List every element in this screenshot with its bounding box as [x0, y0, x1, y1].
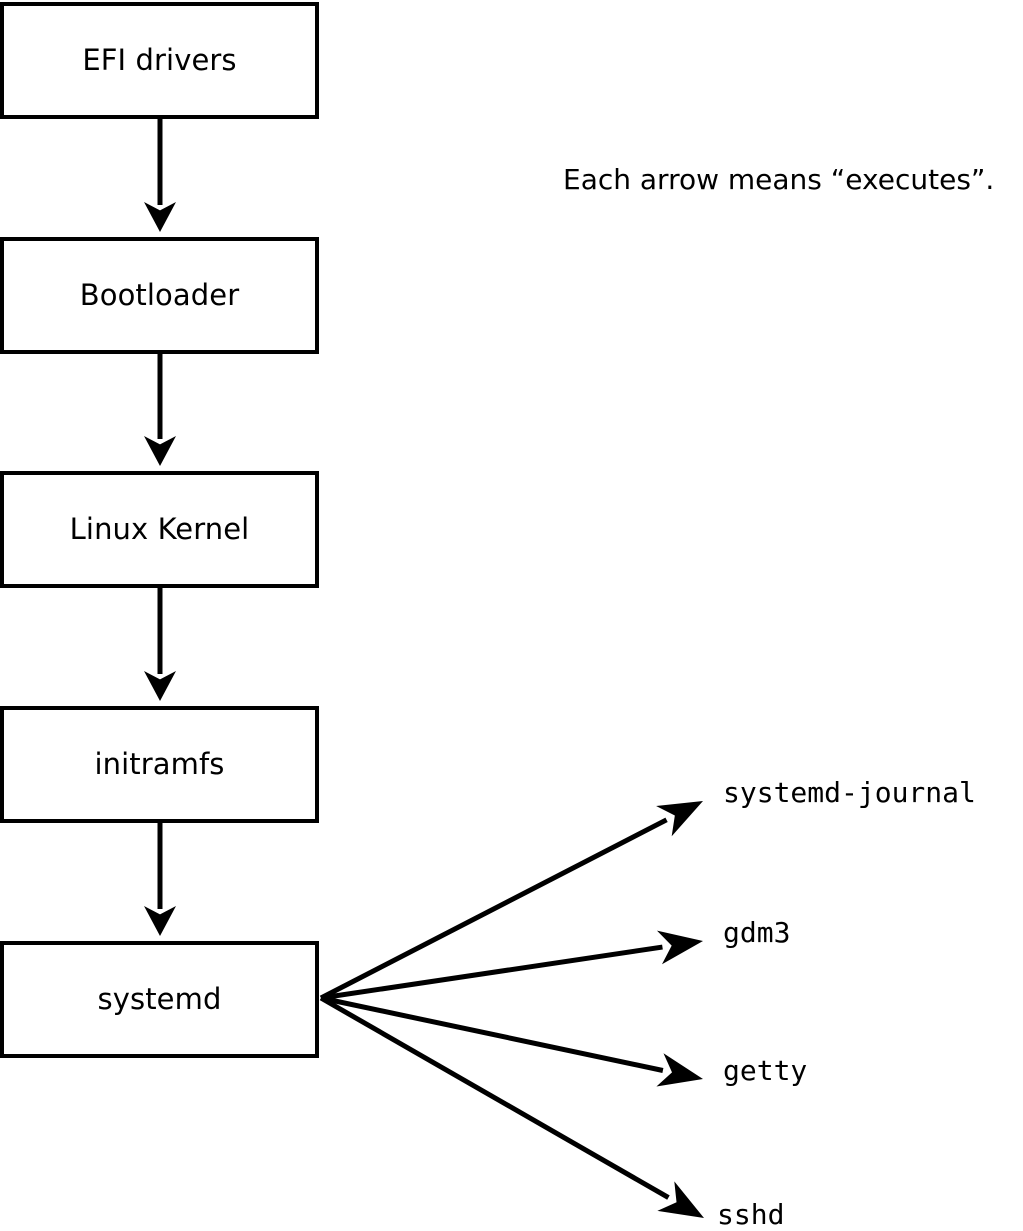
- stage-box-efi-drivers: EFI drivers: [0, 2, 319, 119]
- stage-box-label: EFI drivers: [82, 43, 237, 77]
- stage-box-label: initramfs: [94, 747, 225, 781]
- stage-box-label: Linux Kernel: [69, 512, 250, 546]
- chain-arrow-efi-to-bootloader: [144, 119, 176, 232]
- service-label-getty: getty: [723, 1054, 808, 1087]
- fan-arrow-gdm3: [320, 930, 703, 1001]
- service-label-sshd: sshd: [717, 1198, 785, 1231]
- chain-arrow-bootloader-to-kernel: [144, 354, 176, 466]
- fan-arrow-getty: [320, 995, 703, 1087]
- chain-arrow-initramfs-to-systemd: [144, 823, 176, 936]
- service-label-systemd-journal: systemd-journal: [723, 776, 976, 809]
- stage-box-initramfs: initramfs: [0, 706, 319, 823]
- stage-box-label: Bootloader: [79, 278, 240, 312]
- stage-box-systemd: systemd: [0, 941, 319, 1058]
- chain-arrow-kernel-to-initramfs: [144, 588, 176, 701]
- annotation-text: Each arrow means “executes”.: [563, 163, 995, 196]
- stage-box-linux-kernel: Linux Kernel: [0, 471, 319, 588]
- stage-box-bootloader: Bootloader: [0, 237, 319, 354]
- fan-arrow-sshd: [319, 995, 704, 1218]
- service-label-gdm3: gdm3: [723, 916, 791, 949]
- stage-box-label: systemd: [97, 982, 222, 1016]
- fan-arrow-systemd-journal: [319, 801, 703, 1001]
